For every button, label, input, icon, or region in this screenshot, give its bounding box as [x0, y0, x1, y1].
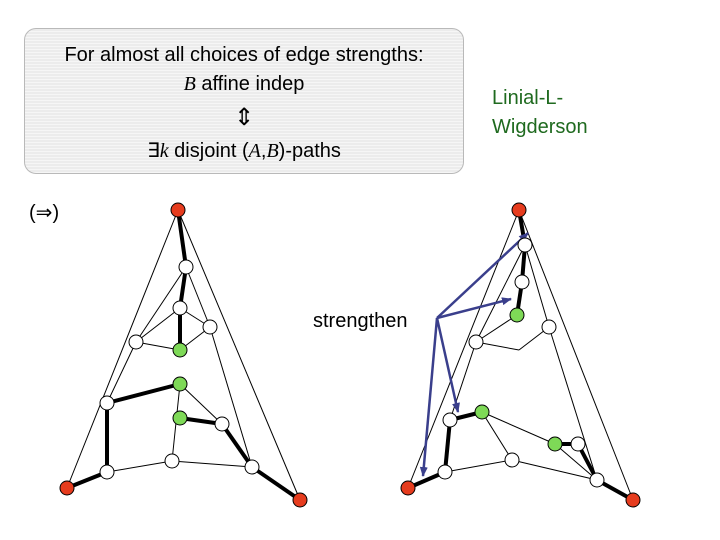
graph-node [202, 319, 218, 335]
affine-indep-text: affine indep [195, 73, 305, 95]
theorem-line-1: For almost all choices of edge strengths… [64, 44, 424, 66]
strengthen-label: strengthen [313, 310, 408, 332]
source-node [511, 202, 527, 218]
disjoint-text: disjoint ( [168, 140, 249, 162]
theorem-line-4: ∃k disjoint (A,B)-paths [25, 139, 463, 163]
comma-text: , [260, 140, 267, 162]
equivalence-arrow: ⇕ [233, 103, 255, 131]
graph-node [517, 237, 533, 253]
graph-node [99, 395, 115, 411]
sink-node [172, 410, 188, 426]
graph-node [468, 334, 484, 350]
graph-node [164, 453, 180, 469]
sink-node [474, 404, 490, 420]
graph-node [172, 300, 188, 316]
source-node [400, 480, 416, 496]
right-graph-edges [407, 209, 634, 501]
graph-node [504, 452, 520, 468]
sink-node [172, 342, 188, 358]
graph-node [442, 412, 458, 428]
source-node [625, 492, 641, 508]
graph-node [128, 334, 144, 350]
variable-a: A [248, 140, 261, 162]
attribution-note: Linial-L- Wigderson [492, 84, 692, 142]
graph-node [514, 274, 530, 290]
paths-text: )-paths [278, 140, 341, 162]
left-graph-edges [66, 209, 301, 501]
source-node [292, 492, 308, 508]
variable-b-2: B [266, 140, 279, 162]
variable-k: k [159, 140, 169, 162]
theorem-line-2: B affine indep [25, 72, 463, 96]
left-graph-nodes [59, 202, 308, 508]
converse-direction-label: (⇒) [29, 200, 59, 226]
attribution-line-2: Wigderson [492, 116, 588, 138]
graph-node [589, 472, 605, 488]
strengthen-arrows [419, 232, 529, 477]
sink-node [547, 436, 563, 452]
graph-node [178, 259, 194, 275]
right-graph [400, 202, 641, 508]
graph-node [541, 319, 557, 335]
graph-node [214, 416, 230, 432]
implies-arrow-icon: ⇒ [35, 202, 53, 224]
graph-node [570, 436, 586, 452]
source-node [59, 480, 75, 496]
variable-b: B [183, 73, 196, 95]
theorem-box: For almost all choices of edge strengths… [24, 28, 464, 174]
sink-node [172, 376, 188, 392]
graph-node [244, 459, 260, 475]
sink-node [509, 307, 525, 323]
open-paren: ( [29, 202, 36, 224]
attribution-line-1: Linial-L- [492, 87, 564, 109]
close-paren: ) [52, 202, 60, 224]
exists-symbol: ∃ [147, 140, 160, 162]
graph-node [99, 464, 115, 480]
graph-node [437, 464, 453, 480]
left-graph [59, 202, 308, 508]
source-node [170, 202, 186, 218]
right-graph-nodes [400, 202, 641, 508]
